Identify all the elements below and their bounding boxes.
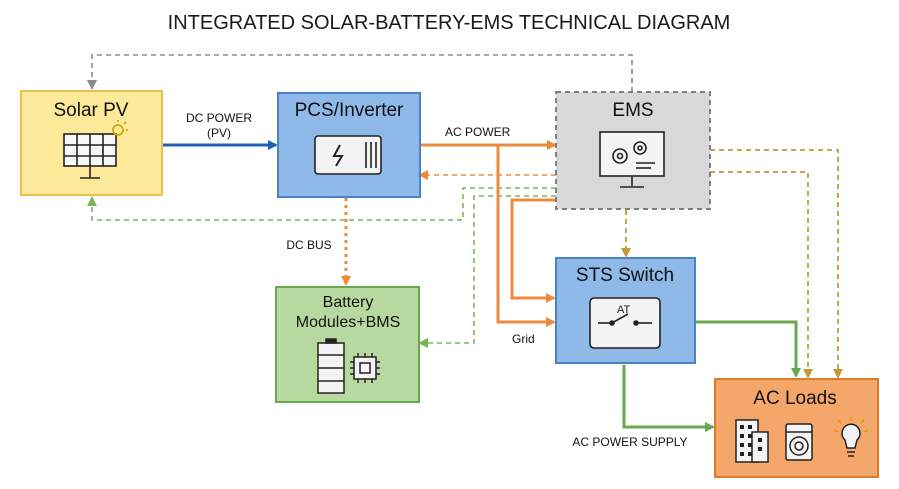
- label-ac-power: AC POWER: [445, 125, 511, 139]
- inverter-icon: [314, 135, 382, 175]
- node-ems: EMS: [555, 91, 711, 210]
- diagram-title: INTEGRATED SOLAR-BATTERY-EMS TECHNICAL D…: [168, 12, 731, 34]
- node-sts-switch: STS Switch AT: [555, 257, 696, 364]
- node-battery-bms: Battery Modules+BMS: [275, 286, 420, 403]
- sts-label: STS Switch: [576, 265, 674, 286]
- ems-label: EMS: [612, 100, 653, 121]
- sts-switch-text: AT: [617, 304, 631, 316]
- node-ac-loads: AC Loads: [714, 378, 879, 478]
- edge-ems-to-sts-ac: [510, 198, 556, 303]
- label-dc-power: DC POWER: [186, 111, 252, 125]
- lightbulb-icon: [833, 417, 869, 457]
- node-solar-pv: Solar PV: [20, 90, 163, 196]
- ac-loads-label: AC Loads: [753, 388, 836, 409]
- pcs-label: PCS/Inverter: [295, 100, 404, 121]
- edge-pcs-to-sts-ac: [496, 145, 556, 327]
- edge-ems-to-battery-control: [418, 195, 556, 348]
- building-icon: [735, 419, 769, 463]
- edge-ems-to-loads-control-inner: [710, 171, 813, 379]
- label-ac-power-supply: AC POWER SUPPLY: [572, 435, 687, 449]
- solar-panel-icon: [63, 120, 128, 179]
- monitor-gears-icon: [599, 131, 665, 188]
- label-grid: Grid: [512, 332, 535, 346]
- edge-ems-to-solar-feedback-top: [87, 54, 633, 92]
- washing-machine-icon: [785, 423, 813, 461]
- battery-label-line1: Battery: [323, 294, 374, 311]
- solar-pv-label: Solar PV: [54, 100, 129, 121]
- edge-ems-to-loads-control-outer: [710, 149, 843, 379]
- transfer-switch-icon: AT: [589, 297, 661, 349]
- label-dc-bus: DC BUS: [286, 238, 331, 252]
- edge-sts-to-loads-supply: [622, 365, 715, 432]
- edge-sts-to-loads-right: [695, 320, 801, 378]
- node-pcs-inverter: PCS/Inverter: [277, 92, 421, 198]
- label-dc-power-pv: (PV): [207, 126, 231, 140]
- battery-chip-icon: [317, 338, 380, 394]
- battery-label-line2: Modules+BMS: [296, 314, 401, 331]
